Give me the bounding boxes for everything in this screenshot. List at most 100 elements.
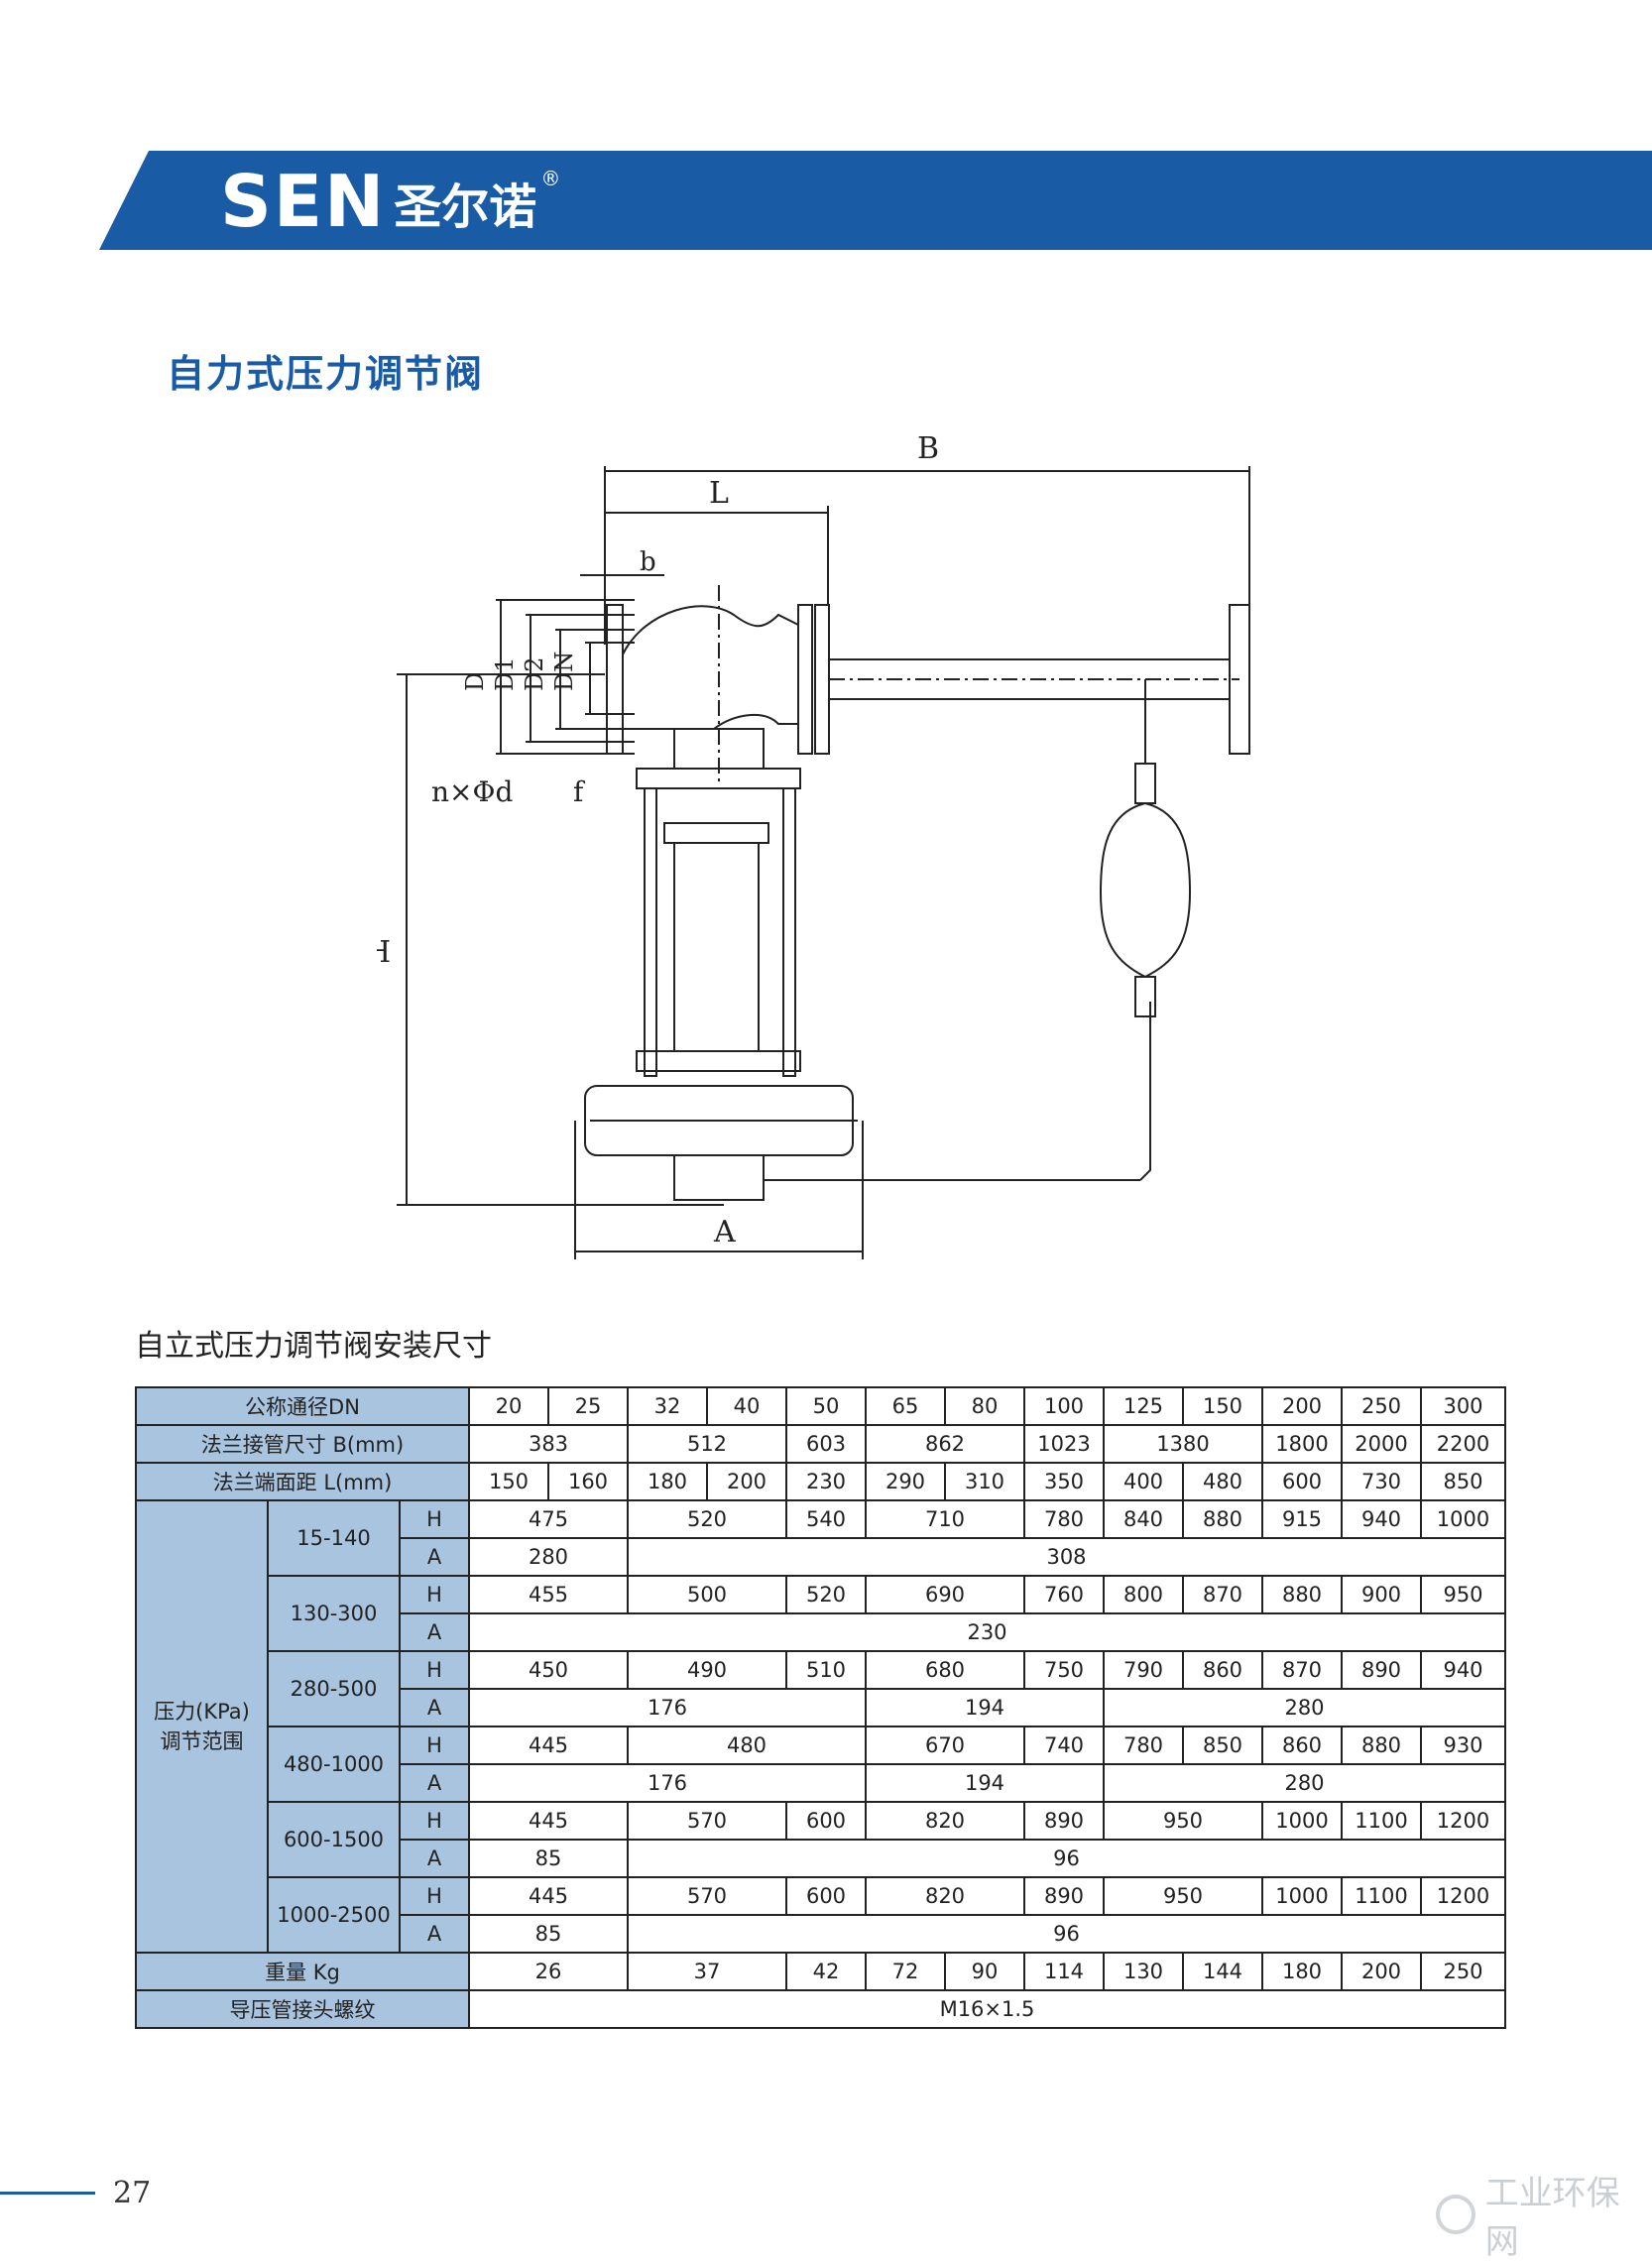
row-label: 导压管接头螺纹	[135, 1989, 470, 2029]
table-cell: 880	[1261, 1575, 1343, 1614]
table-cell: 840	[1103, 1499, 1184, 1539]
table-cell: 930	[1420, 1726, 1506, 1765]
table-cell: 200	[706, 1462, 787, 1501]
table-cell: 32	[627, 1386, 708, 1426]
table-cell: 1100	[1341, 1876, 1422, 1916]
a-label: A	[399, 1914, 470, 1954]
table-cell: 850	[1420, 1462, 1506, 1501]
table-cell: 500	[627, 1575, 787, 1614]
table-cell: 730	[1341, 1462, 1422, 1501]
dim-label-f: f	[573, 775, 586, 808]
table-cell: 480	[1182, 1462, 1263, 1501]
table-cell: 445	[468, 1801, 629, 1841]
watermark-text: 工业环保网	[1484, 2174, 1620, 2262]
table-row-h: 600-1500 H 445 570 600 820 890 950 1000 …	[136, 1801, 1506, 1878]
table-row-thread: 导压管接头螺纹 M16×1.5	[135, 1989, 1506, 2029]
range-label: 280-500	[267, 1650, 401, 1727]
table-cell: 862	[865, 1424, 1025, 1464]
table-row-h: 480-1000 H 445 480 670 740 780 850 860 8…	[136, 1726, 1506, 1803]
table-cell: 85	[468, 1914, 629, 1954]
watermark: 工业环保网	[1436, 2166, 1652, 2263]
table-cell: 760	[1023, 1575, 1105, 1614]
table-cell: 890	[1341, 1650, 1422, 1690]
h-label: H	[399, 1726, 470, 1765]
table-cell: 940	[1341, 1499, 1422, 1539]
h-label: H	[399, 1575, 470, 1614]
dim-label-d2: D2	[521, 656, 548, 691]
table-cell: 130	[1103, 1952, 1184, 1991]
dim-label-d: D	[461, 672, 489, 691]
table-row-h: 280-500 H 450 490 510 680 750 790 860 87…	[136, 1650, 1506, 1727]
table-cell: 600	[785, 1801, 867, 1841]
table-cell: 780	[1023, 1499, 1105, 1539]
table-cell: 250	[1420, 1952, 1506, 1991]
table-cell: 445	[468, 1726, 629, 1765]
table-cell: 114	[1023, 1952, 1105, 1991]
h-label: H	[399, 1876, 470, 1916]
table-cell: 1800	[1261, 1424, 1343, 1464]
valve-dimension-drawing: B L b D D1 D2 DN n×Φd f H A	[377, 431, 1250, 1259]
table-cell: 40	[706, 1386, 787, 1426]
table-cell: 200	[1341, 1952, 1422, 1991]
table-cell: 280	[1103, 1763, 1506, 1803]
table-cell: 42	[785, 1952, 867, 1991]
table-cell: 1200	[1420, 1876, 1506, 1916]
table-row-a: A 85 96	[136, 1914, 1506, 1954]
dim-label-l: L	[709, 476, 729, 511]
table-cell: 860	[1261, 1726, 1343, 1765]
table-cell: 890	[1023, 1876, 1105, 1916]
table-cell: 780	[1103, 1726, 1184, 1765]
table-cell: 570	[627, 1876, 787, 1916]
table-cell: 750	[1023, 1650, 1105, 1690]
row-label: 法兰端面距 L(mm)	[135, 1462, 470, 1501]
table-cell: 80	[944, 1386, 1025, 1426]
dim-label-dn: DN	[550, 652, 578, 691]
brand-logo: SEN 圣尔诺 ®	[220, 166, 560, 237]
table-cell: 880	[1341, 1726, 1422, 1765]
table-row-h: 压力(KPa) 调节范围 15-140 H 475 520 540 710 78…	[135, 1499, 1506, 1954]
a-label: A	[399, 1763, 470, 1803]
range-label: 480-1000	[267, 1726, 401, 1803]
table-cell: 870	[1182, 1575, 1263, 1614]
table-cell: 820	[865, 1876, 1025, 1916]
table-cell: 520	[627, 1499, 787, 1539]
h-label: H	[399, 1650, 470, 1690]
table-cell: 870	[1261, 1650, 1343, 1690]
table-cell: 2200	[1420, 1424, 1506, 1464]
header-banner	[99, 151, 1652, 250]
dim-label-h: H	[377, 935, 391, 970]
table-cell: 310	[944, 1462, 1025, 1501]
table-cell: 950	[1103, 1876, 1263, 1916]
table-cell: 512	[627, 1424, 787, 1464]
table-row-a: A 230	[136, 1612, 1506, 1652]
table-cell: 65	[865, 1386, 946, 1426]
table-cell: 915	[1261, 1499, 1343, 1539]
table-row-a: A 85 96	[136, 1839, 1506, 1878]
table-cell: 96	[627, 1914, 1506, 1954]
logo-chinese: 圣尔诺	[394, 179, 537, 235]
table-cell: 290	[865, 1462, 946, 1501]
table-cell: 144	[1182, 1952, 1263, 1991]
table-cell: 680	[865, 1650, 1025, 1690]
table-cell: 250	[1341, 1386, 1422, 1426]
table-cell: 72	[865, 1952, 946, 1991]
table-caption: 自立式压力调节阀安装尺寸	[135, 1329, 492, 1364]
table-cell: 1100	[1341, 1801, 1422, 1841]
table-cell: 520	[785, 1575, 867, 1614]
a-label: A	[399, 1839, 470, 1878]
table-cell: 570	[627, 1801, 787, 1841]
table-cell: 790	[1103, 1650, 1184, 1690]
row-label: 公称通径DN	[135, 1386, 470, 1426]
range-label: 15-140	[267, 1499, 401, 1577]
table-cell: 450	[468, 1650, 629, 1690]
table-cell: 25	[547, 1386, 629, 1426]
table-cell: 90	[944, 1952, 1025, 1991]
dim-label-a: A	[713, 1215, 736, 1250]
table-cell: 940	[1420, 1650, 1506, 1690]
table-cell: 950	[1103, 1801, 1263, 1841]
table-cell: 26	[468, 1952, 629, 1991]
table-cell: 383	[468, 1424, 629, 1464]
table-cell: 280	[468, 1537, 629, 1577]
table-row-a: A 176 194 280	[136, 1763, 1506, 1803]
table-cell: 1000	[1261, 1876, 1343, 1916]
